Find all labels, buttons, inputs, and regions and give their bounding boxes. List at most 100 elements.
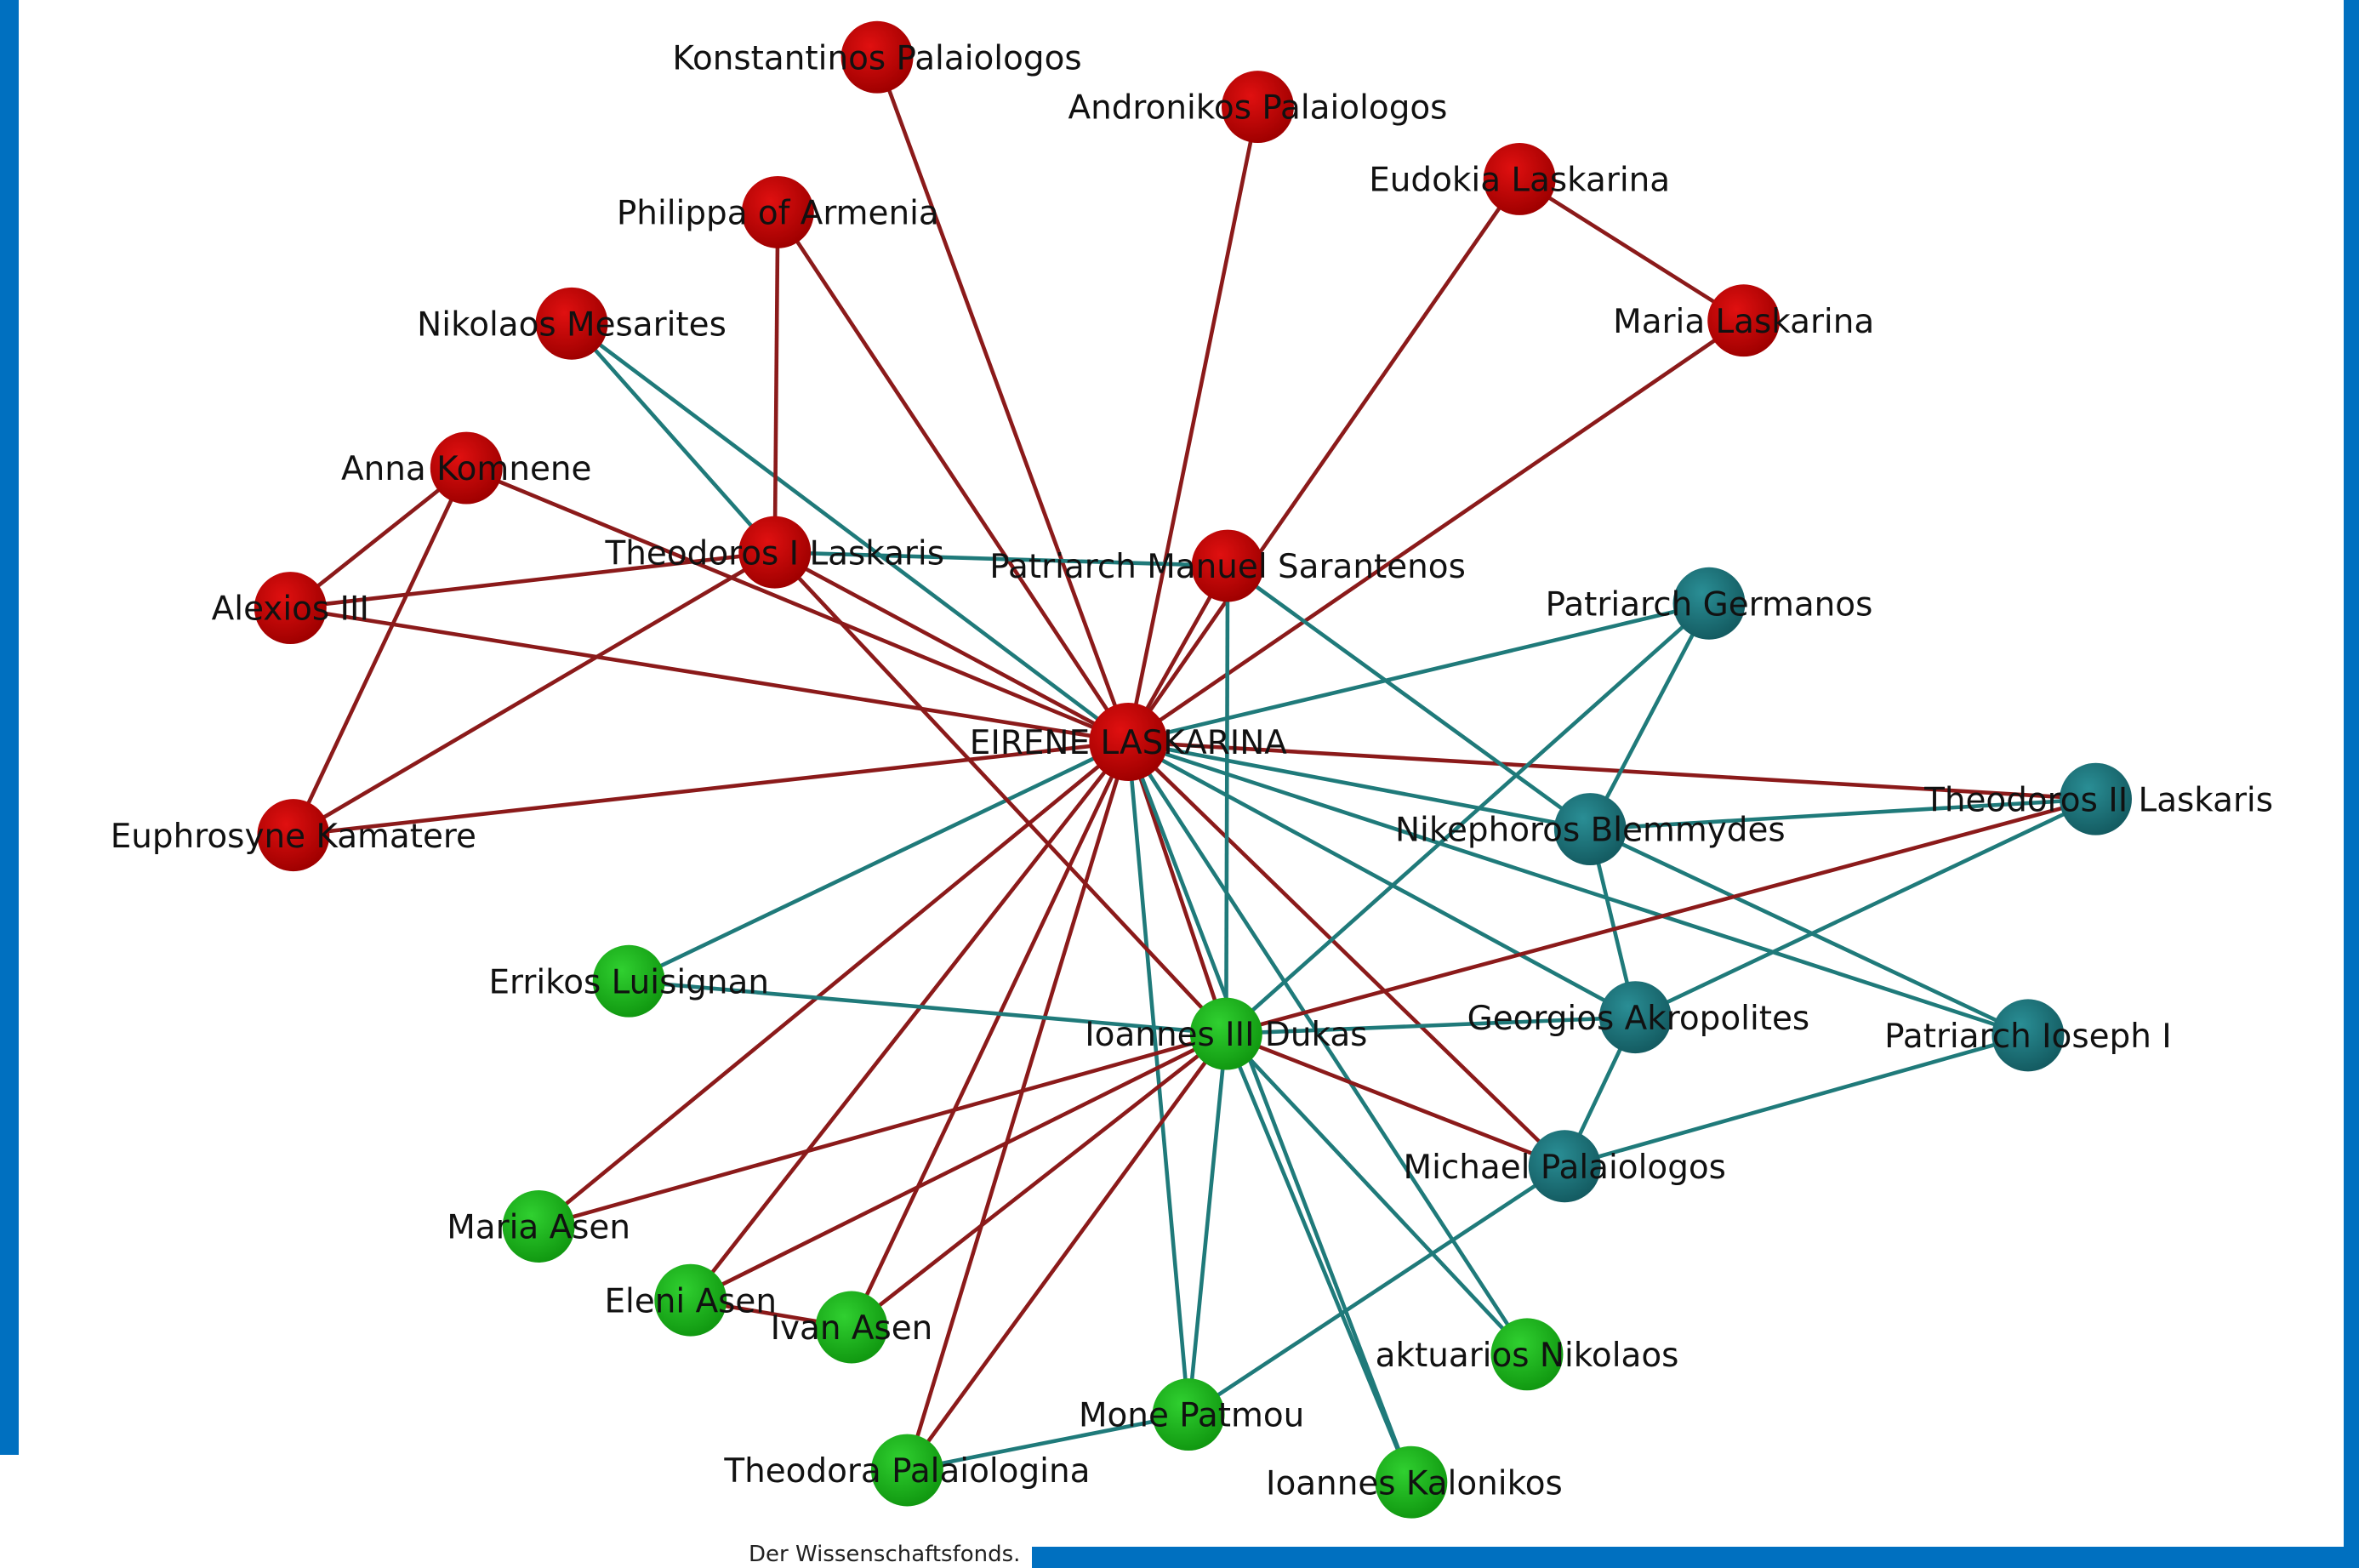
node-label-eirene: EIRENE LASKARINA xyxy=(970,724,1287,762)
node-alexios[interactable] xyxy=(254,572,327,645)
edge-eirene-theodoros1 xyxy=(773,550,1130,744)
node-label-ioannes3: Ioannes III Dukas xyxy=(1085,1016,1367,1054)
edge-ioannes3-mone xyxy=(1186,1033,1228,1415)
node-label-nikolaos_m: Nikolaos Mesarites xyxy=(417,305,727,344)
edge-eirene-konstantinos xyxy=(875,56,1131,743)
edge-eirene-theodora xyxy=(905,741,1131,1471)
edge-eirene-germanos xyxy=(1127,602,1710,744)
node-label-georgios: Georgios Akropolites xyxy=(1467,1000,1810,1038)
node-nikephoros[interactable] xyxy=(1553,793,1627,866)
edge-ioannes3-ivan xyxy=(850,1032,1228,1329)
edge-theodoros1-manuel xyxy=(774,550,1228,568)
node-label-euphrosyne: Euphrosyne Kamatere xyxy=(111,818,476,856)
edge-michael-ioseph xyxy=(1564,1033,2029,1168)
edge-eirene-philippa xyxy=(776,211,1131,744)
right-frame-border xyxy=(2344,0,2359,1568)
edge-ioannes3-michael xyxy=(1225,1031,1566,1168)
edge-ioannes3-maria_a xyxy=(538,1031,1227,1229)
node-label-manuel: Patriarch Manuel Sarantenos xyxy=(989,548,1466,586)
edge-ioannes3-kalonikos xyxy=(1224,1033,1413,1484)
edge-anna-alexios xyxy=(288,466,468,610)
edge-theodora-mone xyxy=(906,1412,1189,1473)
edge-ioannes3-georgios xyxy=(1226,1015,1636,1036)
node-label-theodora: Theodora Palaiologina xyxy=(723,1452,1090,1491)
node-theodoros1[interactable] xyxy=(738,516,812,589)
node-georgios[interactable] xyxy=(1598,981,1672,1054)
node-eudokia[interactable] xyxy=(1483,143,1556,215)
edge-eirene-nikolaos_m xyxy=(570,322,1130,744)
node-michael[interactable] xyxy=(1528,1130,1601,1203)
edge-germanos-nikephoros xyxy=(1588,602,1712,830)
edge-eirene-michael xyxy=(1126,740,1566,1168)
edge-eirene-alexios xyxy=(289,606,1129,744)
node-eleni[interactable] xyxy=(654,1263,727,1337)
node-euphrosyne[interactable] xyxy=(257,799,330,872)
edge-eirene-errikos xyxy=(628,739,1130,984)
node-label-eudokia: Eudokia Laskarina xyxy=(1369,162,1670,200)
edge-eirene-euphrosyne xyxy=(293,739,1129,837)
edge-eirene-andronikos xyxy=(1126,106,1260,743)
edge-eirene-theodoros2 xyxy=(1128,739,2096,801)
node-label-ioseph: Patriarch Ioseph I xyxy=(1884,1018,2172,1056)
edge-eirene-nikephoros xyxy=(1127,739,1591,831)
node-maria_l[interactable] xyxy=(1707,284,1781,357)
edge-eirene-ioannes3 xyxy=(1126,741,1228,1035)
node-ioannes3[interactable] xyxy=(1189,997,1262,1070)
node-germanos[interactable] xyxy=(1672,567,1746,640)
node-eirene[interactable] xyxy=(1089,702,1168,781)
edge-michael-mone xyxy=(1187,1164,1566,1417)
edge-manuel-nikephoros xyxy=(1226,564,1592,831)
left-frame-border xyxy=(0,0,19,1455)
node-kalonikos[interactable] xyxy=(1375,1445,1448,1519)
edge-ioannes3-aktuarios xyxy=(1224,1032,1529,1356)
node-label-eleni: Eleni Asen xyxy=(604,1282,777,1320)
edge-germanos-ioannes3 xyxy=(1224,602,1711,1035)
node-konstantinos[interactable] xyxy=(840,20,914,94)
edges-layer xyxy=(288,56,2097,1484)
node-label-maria_a: Maria Asen xyxy=(447,1209,630,1247)
node-label-ivan: Ivan Asen xyxy=(771,1309,933,1348)
node-philippa[interactable] xyxy=(741,175,814,248)
footer-bar xyxy=(1032,1547,2344,1568)
node-manuel[interactable] xyxy=(1191,529,1264,602)
node-anna[interactable] xyxy=(430,431,503,505)
node-label-alexios: Alexios III xyxy=(212,590,369,629)
edge-eirene-aktuarios xyxy=(1126,740,1529,1356)
node-theodoros2[interactable] xyxy=(2060,762,2132,835)
edge-eirene-ivan xyxy=(849,740,1131,1328)
node-ioseph[interactable] xyxy=(1991,999,2065,1072)
node-label-kalonikos: Ioannes Kalonikos xyxy=(1266,1464,1563,1502)
edge-eirene-ioseph xyxy=(1127,739,2029,1038)
node-theodora[interactable] xyxy=(870,1434,943,1507)
node-label-germanos: Patriarch Germanos xyxy=(1546,585,1873,624)
node-label-mone: Mone Patmou xyxy=(1079,1397,1304,1435)
edge-philippa-theodoros1 xyxy=(772,212,780,553)
node-mone[interactable] xyxy=(1152,1378,1225,1451)
node-errikos[interactable] xyxy=(592,944,665,1018)
node-maria_a[interactable] xyxy=(502,1190,575,1263)
footer-text: Der Wissenschaftsfonds. xyxy=(749,1542,1021,1567)
edge-alexios-theodoros1 xyxy=(290,550,776,610)
edge-nikephoros-theodoros2 xyxy=(1590,796,2096,831)
node-ivan[interactable] xyxy=(815,1291,888,1364)
node-label-andronikos: Andronikos Palaiologos xyxy=(1068,89,1447,128)
node-aktuarios[interactable] xyxy=(1490,1318,1564,1391)
edge-eirene-mone xyxy=(1126,741,1191,1415)
node-andronikos[interactable] xyxy=(1222,71,1294,144)
nodes-layer xyxy=(254,20,2132,1519)
edge-ioannes3-eleni xyxy=(689,1032,1228,1303)
node-label-theodoros2: Theodoros II Laskaris xyxy=(1923,781,2273,819)
edge-eirene-kalonikos xyxy=(1126,741,1413,1484)
edge-eirene-maria_l xyxy=(1127,318,1745,744)
edge-anna-euphrosyne xyxy=(291,467,469,836)
edge-eirene-eudokia xyxy=(1126,178,1522,744)
edge-errikos-ioannes3 xyxy=(629,978,1227,1036)
node-label-nikephoros: Nikephoros Blemmydes xyxy=(1395,812,1786,850)
edge-theodoros2-georgios xyxy=(1634,797,2097,1019)
node-label-maria_l: Maria Laskarina xyxy=(1613,303,1874,341)
node-nikolaos_m[interactable] xyxy=(535,287,608,360)
edge-nikephoros-ioseph xyxy=(1589,827,2029,1037)
edge-manuel-ioannes3 xyxy=(1224,566,1230,1035)
edge-theodoros1-ioannes3 xyxy=(773,550,1228,1035)
